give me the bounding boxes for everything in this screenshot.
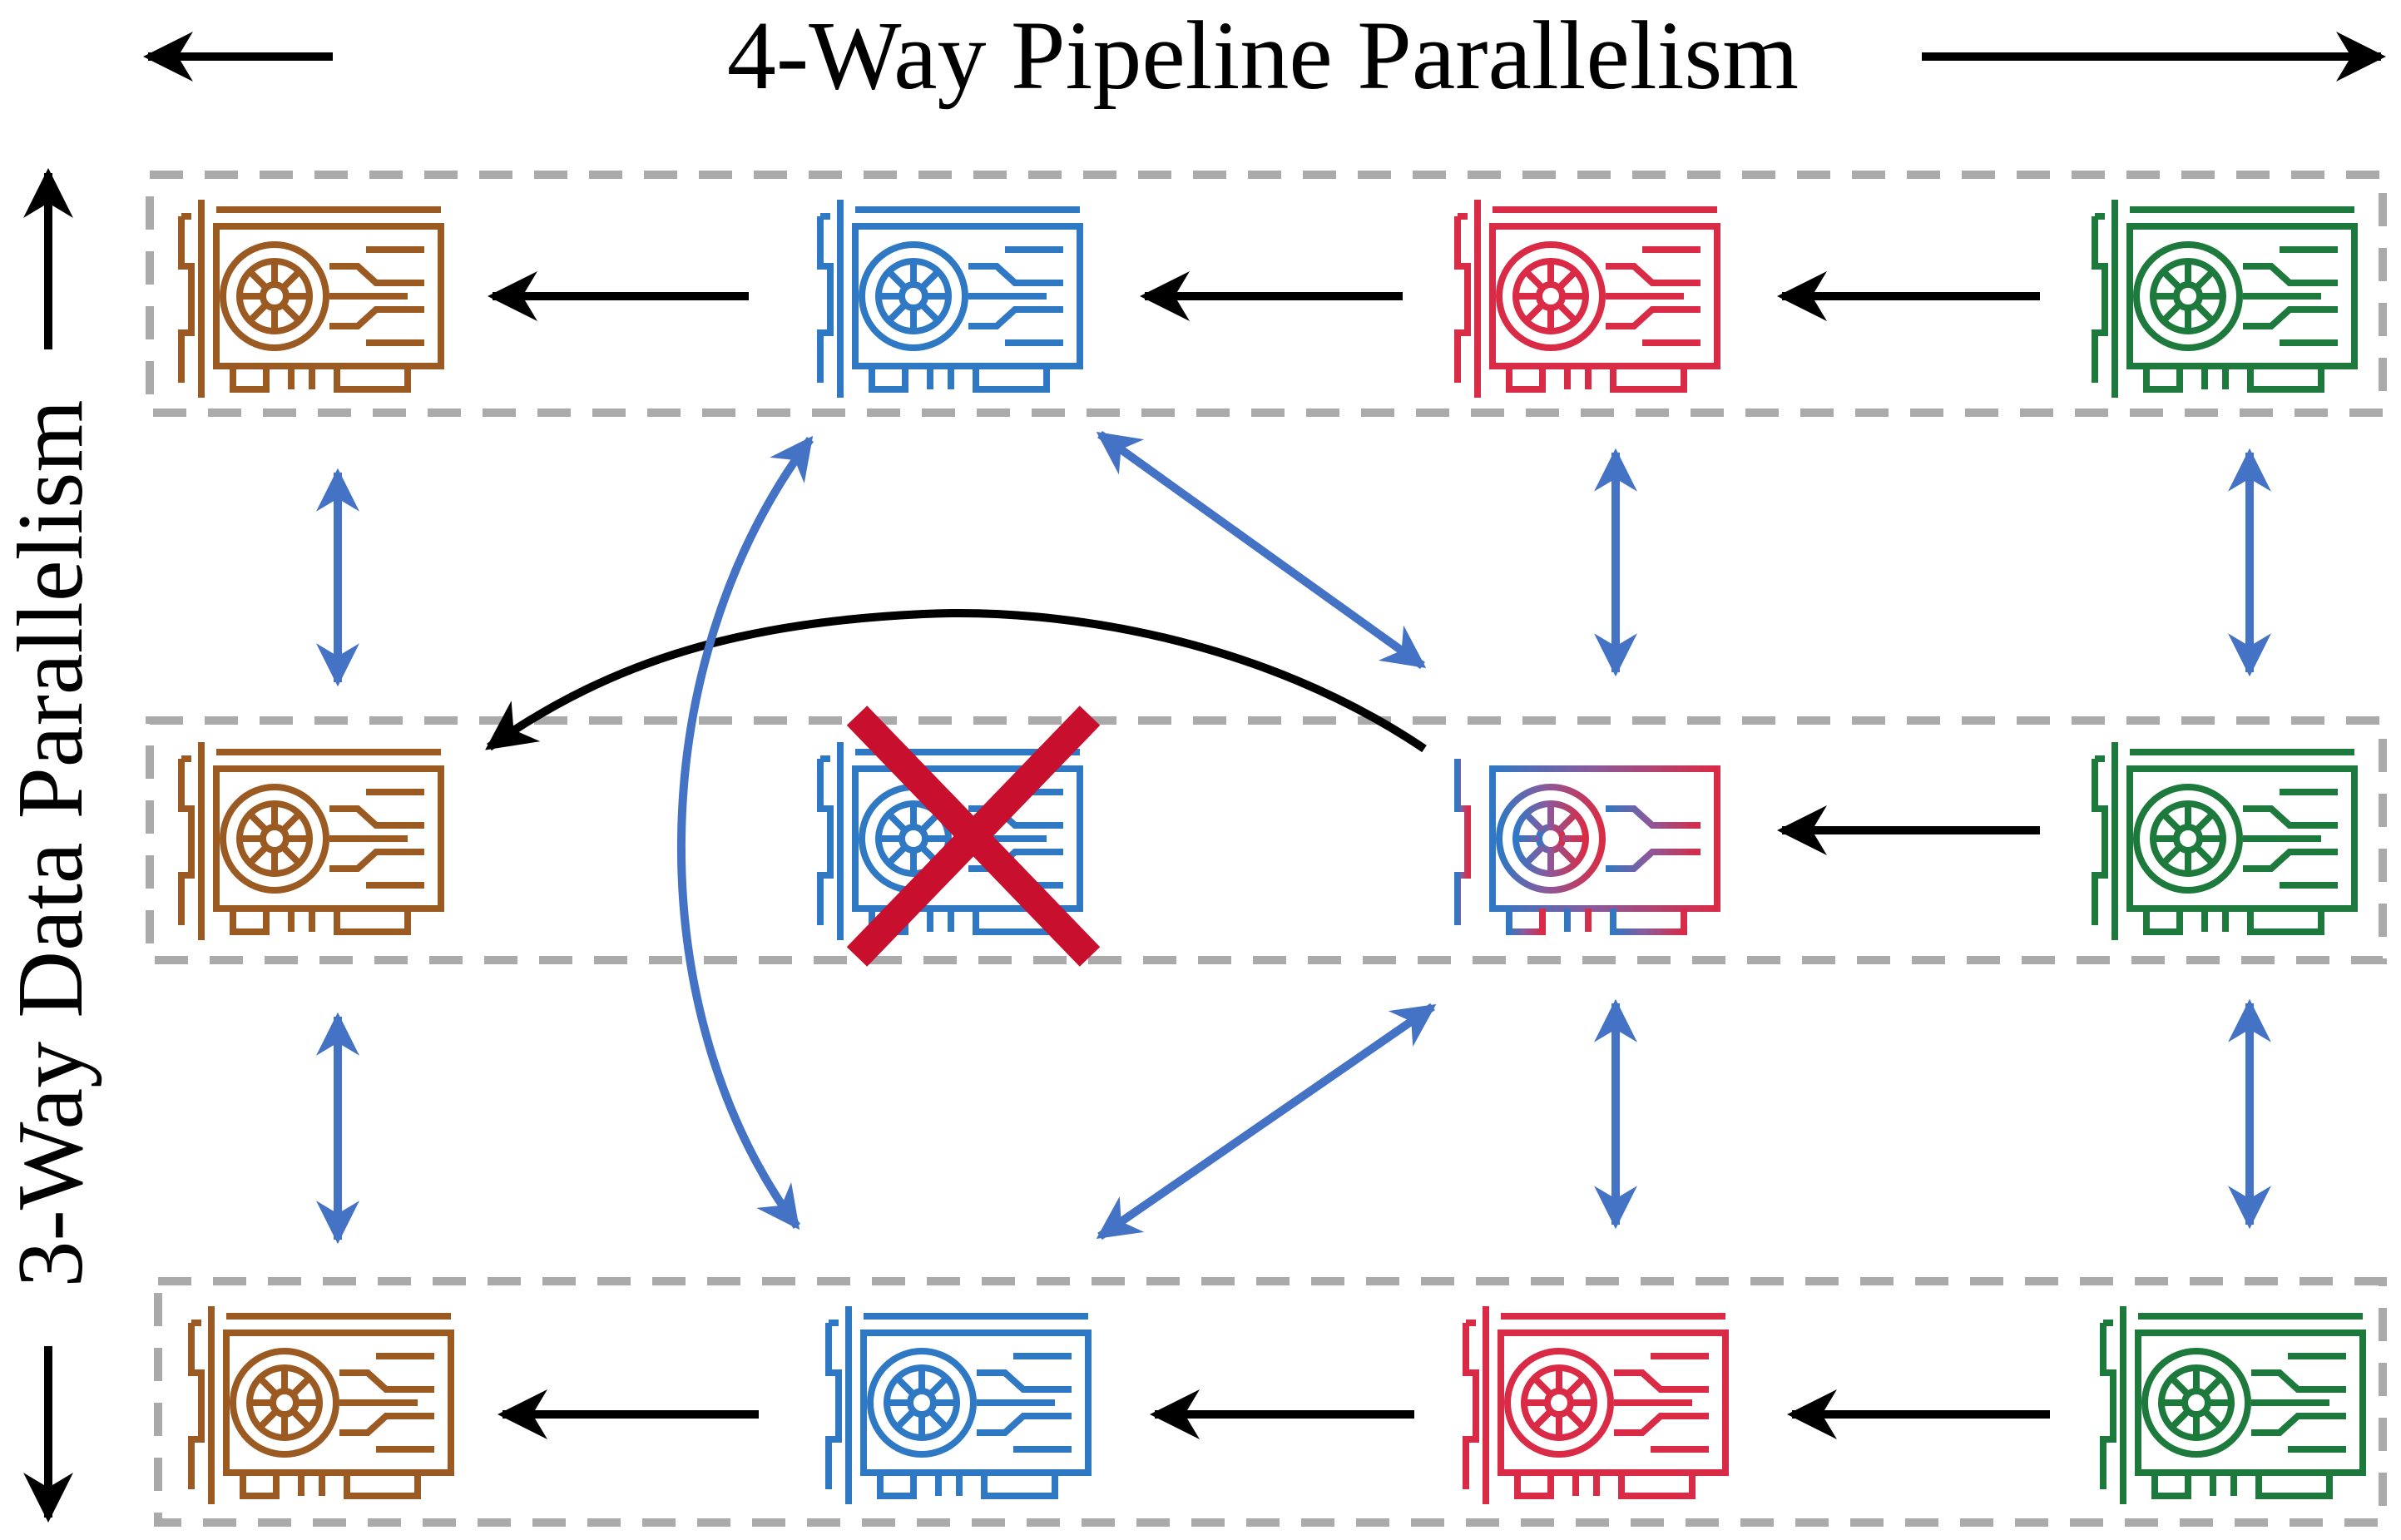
x-mark-icon [846, 706, 1101, 967]
gpu-card-icon [1458, 200, 1717, 398]
gpu-card-icon [181, 742, 441, 940]
gpu-card-icon [191, 1306, 451, 1504]
gpu-card-icon [2095, 200, 2354, 398]
pipeline-flow-arrows [485, 271, 2050, 1439]
replica-group-1 [146, 171, 2387, 417]
gpu-card-icon [820, 200, 1080, 398]
gpu-card-icon [1466, 1306, 1725, 1504]
gpu-card-icon [181, 200, 441, 398]
gpu-card-icon [2095, 742, 2354, 940]
data-parallel-arrows [316, 430, 2271, 1245]
replica-group-3 [154, 1277, 2387, 1527]
pipeline-title: 4-Way Pipeline Parallelism [727, 1, 1799, 110]
data-parallel-title: 3-Way Data Parallelism [0, 399, 102, 1287]
merged-gpu-card-icon [1454, 742, 1720, 940]
gpu-card-icon [829, 1306, 1088, 1504]
replica-group-2 [146, 716, 2387, 964]
gpu-card-icon [2103, 1306, 2363, 1504]
